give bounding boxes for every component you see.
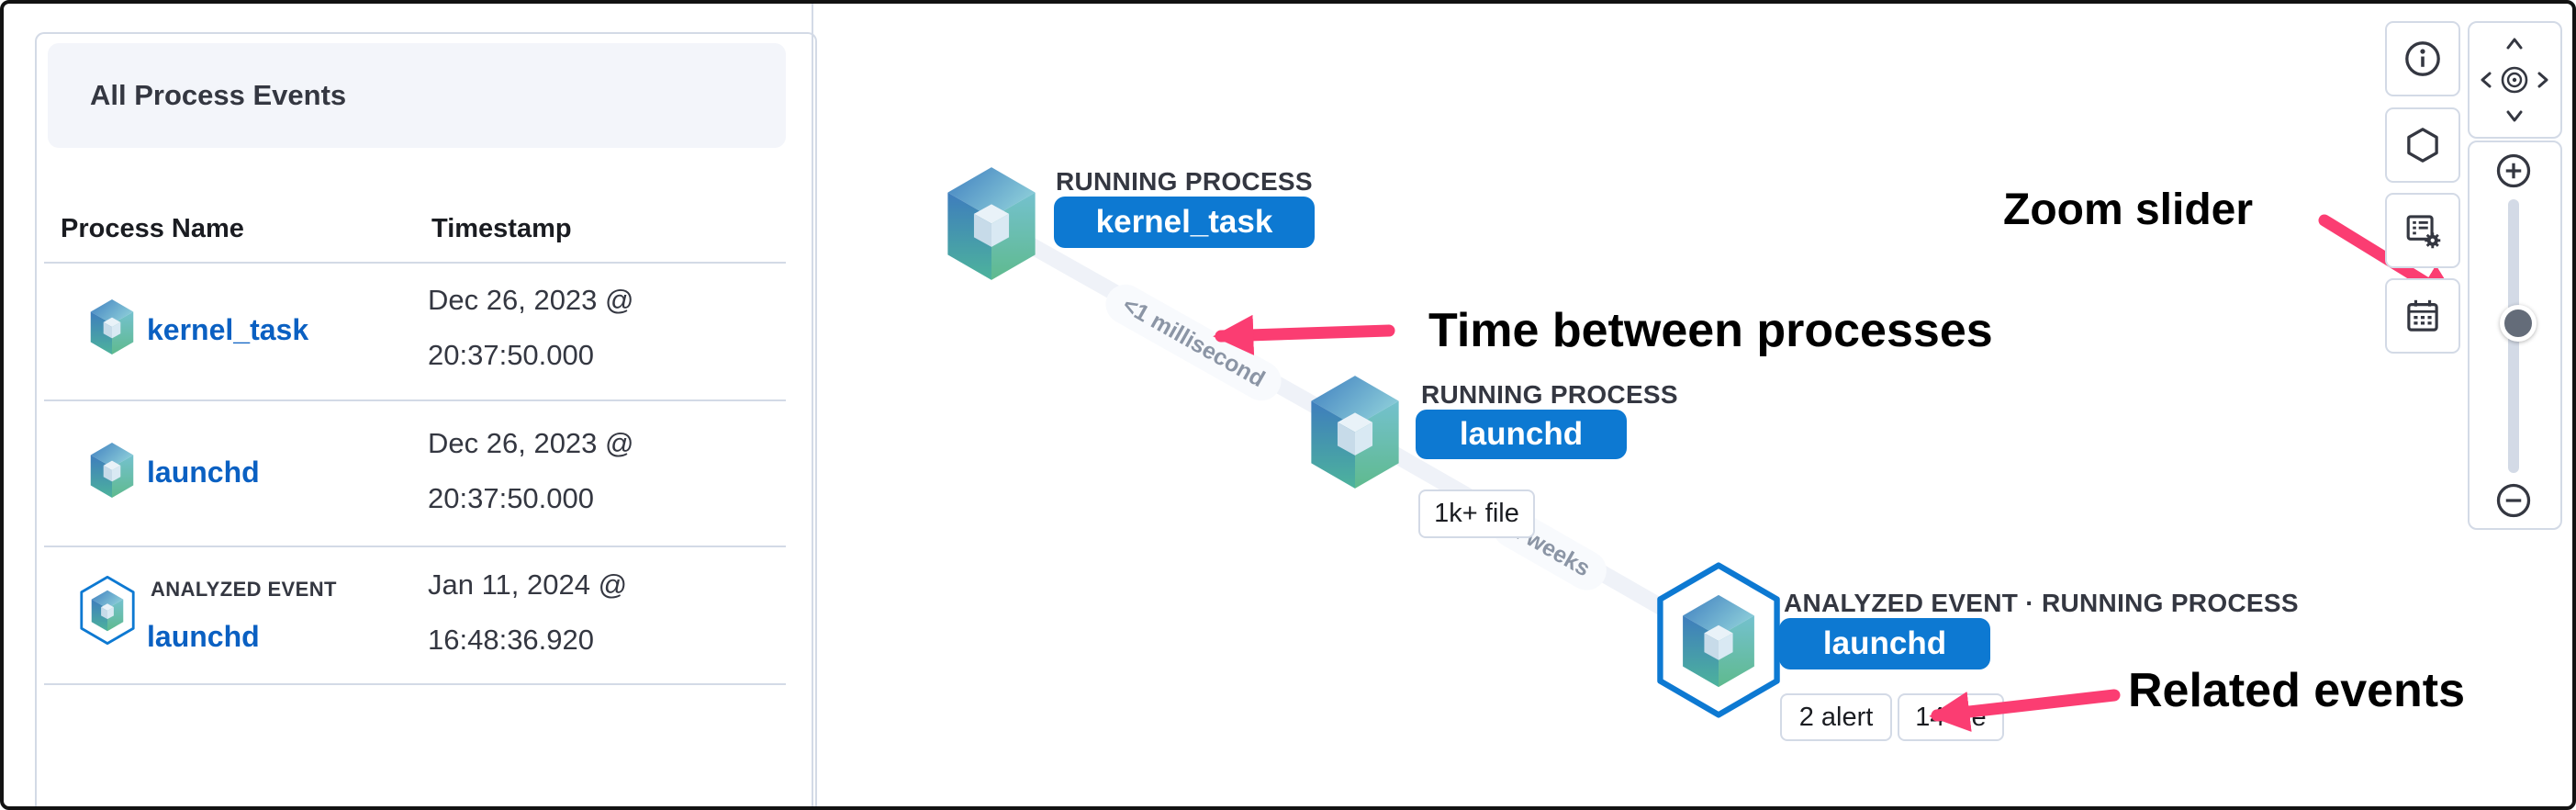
process-name-link[interactable]: launchd xyxy=(147,620,260,653)
zoom-panel xyxy=(2468,141,2562,530)
zoom-out-icon[interactable] xyxy=(2493,480,2534,521)
process-name-pill[interactable]: launchd xyxy=(1416,410,1627,459)
node-legend-button[interactable] xyxy=(2385,21,2460,96)
column-header-timestamp: Timestamp xyxy=(431,214,572,243)
analyzed-event-label: ANALYZED EVENT xyxy=(151,578,337,601)
pan-up-icon[interactable] xyxy=(2500,32,2529,54)
panel-title: All Process Events xyxy=(90,79,347,111)
node-type-label: RUNNING PROCESS xyxy=(1056,167,1313,196)
center-camera-icon[interactable] xyxy=(2497,62,2532,97)
related-events-badge[interactable]: 14 file xyxy=(1898,693,2004,741)
info-icon xyxy=(2405,41,2440,76)
gear-glyph xyxy=(2425,232,2441,249)
timestamp-line1: Dec 26, 2023 @ xyxy=(428,427,634,459)
pan-left-icon[interactable] xyxy=(2475,65,2497,95)
process-cube-icon xyxy=(90,299,134,354)
annotation-zoom-slider: Zoom slider xyxy=(2003,186,2254,234)
camera-pan-panel xyxy=(2468,21,2562,139)
date-picker-button[interactable] xyxy=(2385,278,2460,354)
annotation-related-events: Related events xyxy=(2128,664,2466,717)
edge-elapsed-time-label: <1 millisecond xyxy=(1098,276,1289,409)
table-header-divider xyxy=(44,262,786,264)
process-cube-icon xyxy=(90,443,134,498)
row-divider xyxy=(44,399,786,401)
annotation-time-between: Time between processes xyxy=(1428,304,1993,357)
calendar-icon xyxy=(2407,299,2438,332)
hexagon-icon xyxy=(2407,128,2438,163)
timestamp-line2: 16:48:36.920 xyxy=(428,624,595,656)
analyzed-event-cube-icon xyxy=(76,574,139,647)
process-name-pill[interactable]: launchd xyxy=(1779,618,1990,669)
timestamp-line1: Jan 11, 2024 @ xyxy=(428,568,628,601)
process-name-pill[interactable]: kernel_task xyxy=(1054,197,1315,248)
process-cube-icon[interactable] xyxy=(1306,374,1404,490)
analyzed-event-cube-icon[interactable] xyxy=(1647,558,1790,722)
process-name-link[interactable]: launchd xyxy=(147,456,260,489)
pan-down-icon[interactable] xyxy=(2500,106,2529,128)
zoom-slider-thumb[interactable] xyxy=(2500,305,2537,342)
source-config-button[interactable] xyxy=(2385,193,2460,268)
schema-settings-icon xyxy=(2406,215,2441,249)
panel-divider xyxy=(812,4,813,806)
process-events-panel: All Process Events Process Name Timestam… xyxy=(35,32,817,810)
pan-right-icon[interactable] xyxy=(2532,65,2554,95)
panel-header: All Process Events xyxy=(48,43,786,148)
related-events-badge[interactable]: 2 alert xyxy=(1780,693,1892,741)
row-divider xyxy=(44,546,786,547)
zoom-in-icon[interactable] xyxy=(2493,151,2534,191)
column-header-process-name: Process Name xyxy=(61,214,244,243)
process-name-link[interactable]: kernel_task xyxy=(147,313,309,346)
timestamp-line2: 20:37:50.000 xyxy=(428,482,595,514)
timestamp-line1: Dec 26, 2023 @ xyxy=(428,284,634,316)
arrow-time-between xyxy=(1213,314,1395,355)
timestamp-line2: 20:37:50.000 xyxy=(428,339,595,371)
process-cube-icon[interactable] xyxy=(943,165,1040,282)
schema-info-button[interactable] xyxy=(2385,107,2460,183)
node-type-label: RUNNING PROCESS xyxy=(1421,380,1678,409)
row-divider xyxy=(44,683,786,685)
related-events-badge[interactable]: 1k+ file xyxy=(1418,489,1535,538)
node-type-label: ANALYZED EVENT · RUNNING PROCESS xyxy=(1784,589,2299,617)
